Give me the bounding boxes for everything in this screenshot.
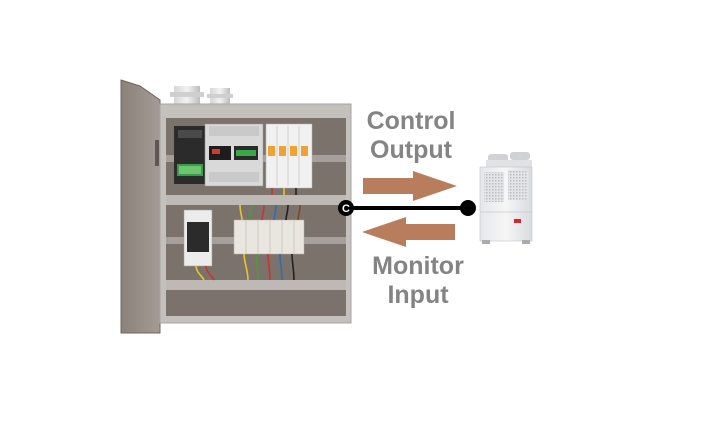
conduit-pipes	[170, 86, 233, 108]
connector-c	[338, 200, 354, 216]
wire-duct-lower	[166, 280, 346, 290]
electrical-cabinet	[120, 79, 352, 334]
wire-duct-upper	[166, 195, 346, 205]
controller-module	[174, 126, 206, 184]
monitor-input-label-line1: Monitor	[372, 252, 464, 280]
control-output-label-line1: Control	[366, 107, 456, 135]
control-output-label-line2: Output	[370, 136, 452, 164]
door-latch	[155, 140, 159, 166]
terminal-blocks	[233, 219, 305, 255]
internal-wiring	[195, 188, 301, 281]
connector-dot	[460, 200, 476, 216]
connector-letter: C	[342, 203, 350, 215]
control-output-arrow	[363, 171, 457, 201]
power-supply	[183, 209, 213, 267]
control-output-label: Control Output	[352, 107, 470, 165]
hvac-outdoor-unit	[479, 152, 533, 244]
brand-logo	[514, 219, 521, 223]
monitor-input-label: Monitor Input	[356, 252, 480, 310]
monitor-input-label-line2: Input	[387, 281, 449, 309]
circuit-breakers	[265, 123, 313, 189]
communication-link: C	[338, 200, 476, 216]
monitor-input-arrow	[362, 217, 455, 247]
io-module	[204, 123, 264, 187]
cabinet-door	[120, 79, 161, 334]
